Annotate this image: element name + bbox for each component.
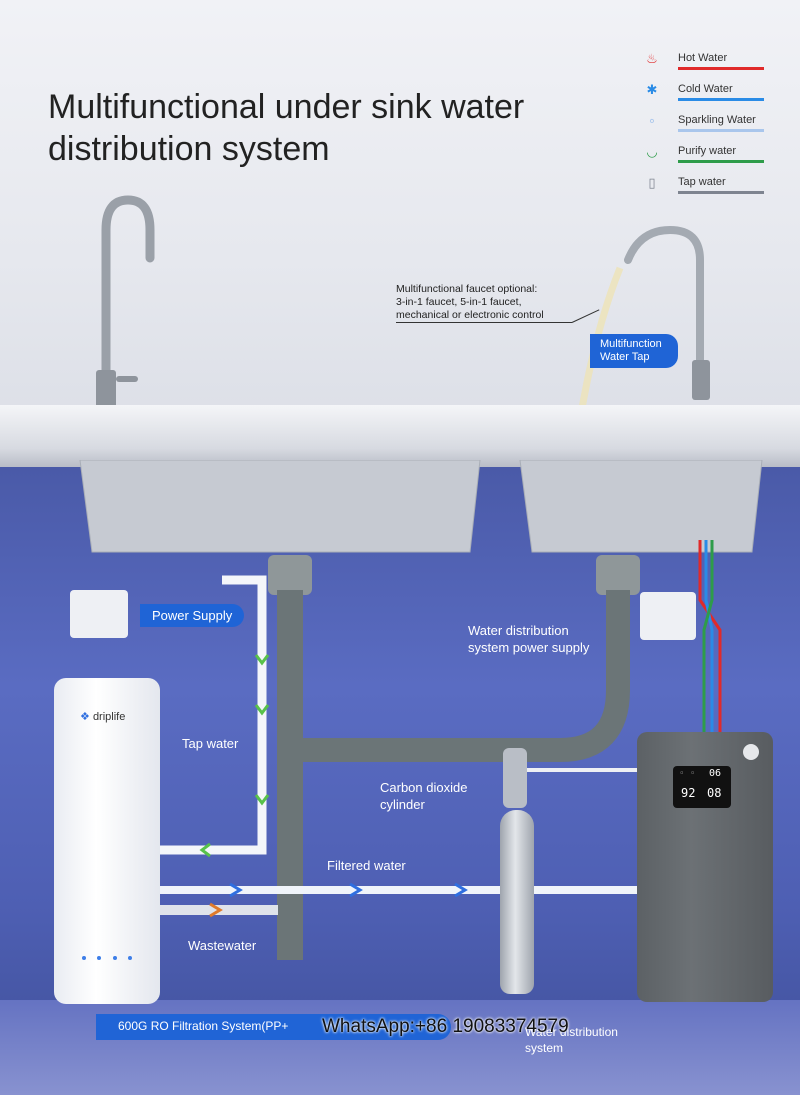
distribution-power-label: Water distribution system power supply [468, 622, 589, 656]
power-supply-badge: Power Supply [140, 604, 245, 627]
distribution-line2: system [525, 1041, 564, 1055]
co2-regulator [503, 748, 527, 808]
legend-label: Cold Water [678, 83, 733, 95]
hot-water-icon: ♨ [646, 51, 658, 66]
ro-filter-unit: ❖ driplife [54, 678, 160, 1004]
legend-label: Hot Water [678, 52, 728, 64]
legend-label: Tap water [678, 176, 726, 188]
brand-logo: ❖ driplife [80, 710, 125, 723]
distribution-line1: Water distribution [525, 1025, 618, 1039]
co2-label: Carbon dioxide cylinder [380, 779, 467, 813]
brand-name: driplife [92, 711, 126, 723]
countertop [0, 405, 800, 467]
purify-water-icon: ◡ [646, 144, 658, 159]
faucet-note-line3: mechanical or electronic control [396, 309, 544, 321]
distribution-power-line1: Water distribution [468, 623, 569, 638]
faucet-note-line1: Multifunctional faucet optional: [396, 283, 538, 295]
page-title: Multifunctional under sink water distrib… [48, 88, 525, 168]
whatsapp-contact: WhatsApp:+86 19083374579 [322, 1016, 569, 1037]
plumbing [160, 540, 722, 960]
faucet-note: Multifunctional faucet optional: 3-in-1 … [396, 283, 544, 322]
legend-label: Purify water [678, 145, 737, 157]
co2-line2: cylinder [380, 797, 425, 812]
legend-item: ♨ Hot Water [640, 50, 768, 76]
ro-system-banner: 600G RO Filtration System(PP+ [96, 1014, 451, 1040]
faucet-note-line2: 3-in-1 faucet, 5-in-1 faucet, [396, 296, 522, 308]
co2-line1: Carbon dioxide [380, 780, 468, 795]
power-button[interactable] [743, 744, 759, 760]
wastewater-label: Wastewater [188, 938, 257, 953]
legend-color-bar [678, 67, 764, 70]
display-top-right: 06 [709, 768, 722, 779]
legend-color-bar [678, 129, 764, 132]
sink-basins [79, 460, 763, 553]
indicator-lights [82, 956, 132, 960]
legend-color-bar [678, 191, 764, 194]
left-faucet [96, 195, 155, 417]
right-faucet [576, 225, 710, 421]
co2-cylinder [500, 810, 534, 994]
sparkling-water-icon: ∘ [647, 113, 657, 128]
legend-item: ✱ Cold Water [640, 81, 768, 107]
display-bottom-left: 92 [681, 786, 696, 800]
ro-system-label: 600G RO Filtration System(PP+ [118, 1019, 289, 1033]
legend-item: ∘ Sparkling Water [640, 112, 768, 138]
power-socket-left [70, 590, 128, 638]
power-socket-right [640, 592, 696, 640]
legend-color-bar [678, 98, 764, 101]
legend-label: Sparkling Water [678, 114, 756, 126]
tap-water-icon: ▯ [648, 175, 656, 190]
distribution-power-line2: system power supply [468, 640, 590, 655]
cold-water-icon: ✱ [646, 82, 658, 97]
multifunction-tap-line1: Multifunction [600, 338, 662, 350]
display-bottom-right: 08 [707, 786, 722, 800]
display-screen: ◦ ◦ 06 92 08 [673, 766, 731, 808]
multifunction-tap-badge: Multifunction Water Tap [590, 334, 678, 368]
distribution-system-label: Water distribution system [525, 1024, 618, 1056]
legend-item: ◡ Purify water [640, 143, 768, 169]
tap-water-label: Tap water [182, 736, 239, 751]
legend-color-bar [678, 160, 764, 163]
distribution-unit: ◦ ◦ 06 92 08 [637, 732, 773, 1002]
brand-logo-icon: ❖ [80, 711, 90, 723]
legend-item: ▯ Tap water [640, 174, 768, 200]
faucets [96, 195, 710, 421]
faucet-note-underline [396, 322, 572, 323]
filtered-water-label: Filtered water [327, 858, 406, 873]
display-icons: ◦ ◦ [679, 769, 696, 779]
multifunction-tap-line2: Water Tap [600, 351, 650, 363]
